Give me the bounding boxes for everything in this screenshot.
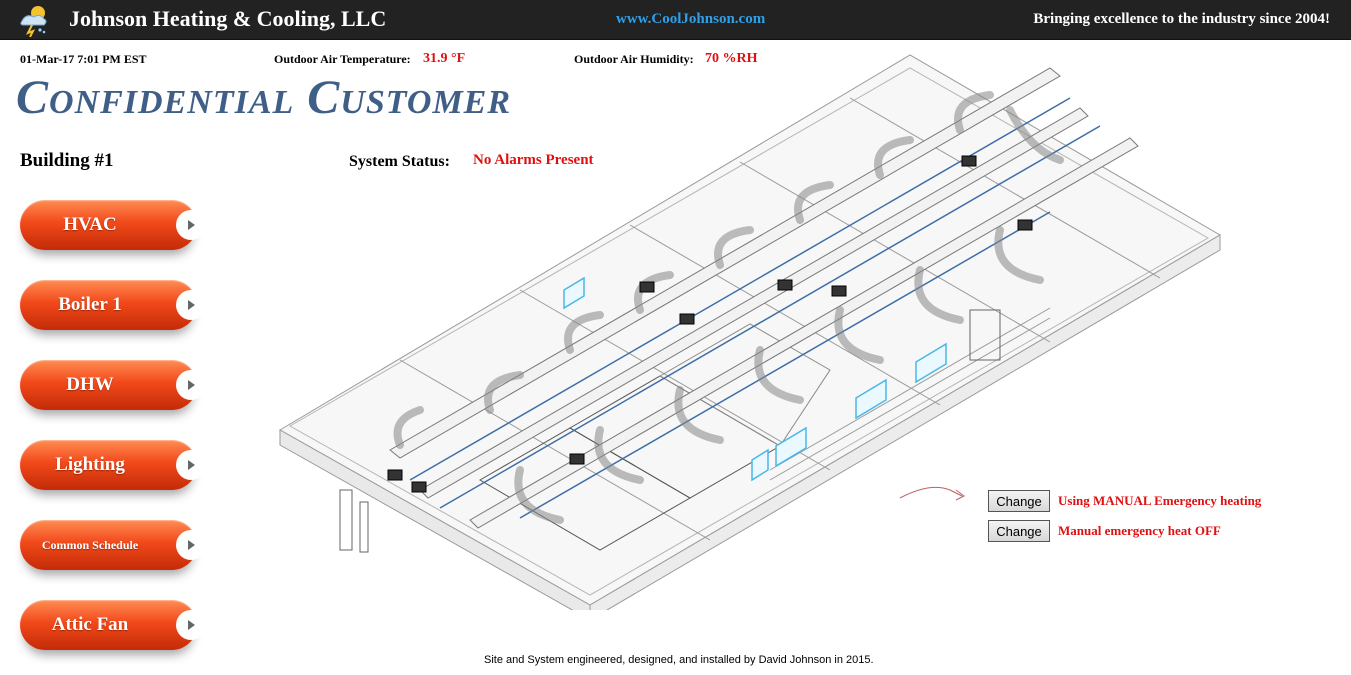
website-link[interactable]: www.CoolJohnson.com xyxy=(616,11,766,27)
nav-button-attic-fan[interactable]: Attic Fan xyxy=(20,600,206,650)
arrow-right-icon xyxy=(176,530,206,560)
footer-credit: Site and System engineered, designed, an… xyxy=(484,654,874,666)
nav-button-boiler-1[interactable]: Boiler 1 xyxy=(20,280,206,330)
nav-button-hvac[interactable]: HVAC xyxy=(20,200,206,250)
current-datetime: 01-Mar-17 7:01 PM EST xyxy=(20,52,147,66)
outdoor-humidity-value: 70 %RH xyxy=(705,51,758,66)
arrow-right-icon xyxy=(176,210,206,240)
outdoor-temp-value: 31.9 °F xyxy=(423,51,466,66)
emergency-heat-change-button[interactable]: Change xyxy=(988,520,1050,542)
outdoor-temp-label: Outdoor Air Temperature: xyxy=(274,52,411,66)
emergency-heating-status: Using MANUAL Emergency heating xyxy=(1058,493,1262,508)
arrow-right-icon xyxy=(176,370,206,400)
arrow-right-icon xyxy=(176,610,206,640)
nav-button-lighting[interactable]: Lighting xyxy=(20,440,206,490)
emergency-heating-change-button[interactable]: Change xyxy=(988,490,1050,512)
arrow-right-icon xyxy=(176,450,206,480)
nav-button-label: Common Schedule xyxy=(41,538,139,552)
building-title: Building #1 xyxy=(20,150,114,171)
weather-logo-icon xyxy=(20,6,47,37)
building-ductwork-drawing xyxy=(279,54,1221,610)
nav-button-common-schedule[interactable]: Common Schedule xyxy=(20,520,206,570)
nav-button-label: Lighting xyxy=(55,454,125,475)
nav-button-label: HVAC xyxy=(63,214,117,235)
system-status-label: System Status: xyxy=(349,153,450,170)
tagline: Bringing excellence to the industry sinc… xyxy=(1033,11,1330,27)
nav-button-dhw[interactable]: DHW xyxy=(20,360,206,410)
customer-title: Confidential Customer xyxy=(16,71,512,124)
emergency-heat-status: Manual emergency heat OFF xyxy=(1058,523,1221,538)
arrow-right-icon xyxy=(176,290,206,320)
header-bar: Johnson Heating & Cooling, LLC www.CoolJ… xyxy=(0,0,1351,40)
outdoor-humidity-label: Outdoor Air Humidity: xyxy=(574,52,694,66)
nav-button-label: DHW xyxy=(66,374,114,395)
nav-button-label: Attic Fan xyxy=(51,614,129,635)
system-status-value: No Alarms Present xyxy=(473,152,594,168)
nav-button-label: Boiler 1 xyxy=(58,294,122,315)
company-name: Johnson Heating & Cooling, LLC xyxy=(69,6,387,31)
